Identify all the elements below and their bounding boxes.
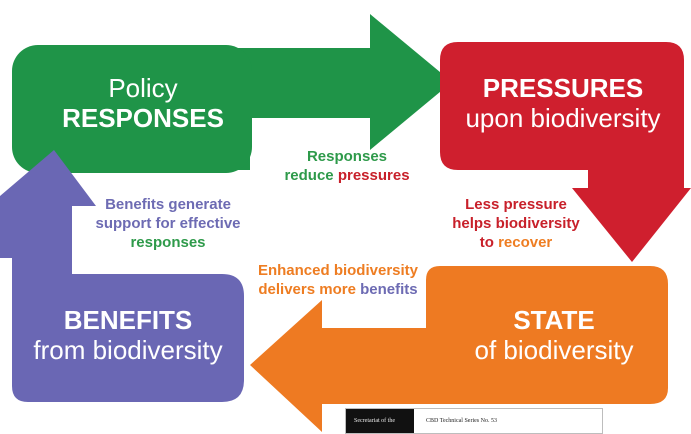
- caption-benefits-generate: Benefits generate support for effective …: [84, 196, 252, 252]
- state-label: STATE of biodiversity: [440, 305, 668, 366]
- state-line1: STATE: [513, 305, 595, 335]
- benefits-line2: from biodiversity: [33, 334, 223, 365]
- policy-line2: RESPONSES: [62, 102, 224, 133]
- caption-enhanced-line1: Enhanced biodiversity: [257, 262, 419, 279]
- caption-less-pressure: Less pressure helps biodiversity to reco…: [432, 196, 600, 252]
- policy-responses-box: [12, 45, 252, 173]
- caption-responses-word: Responses: [306, 148, 388, 165]
- caption-less-pressure-line2: helps biodiversity: [452, 214, 580, 232]
- policy-line1: Policy: [108, 73, 178, 103]
- caption-benefits-generate-line1: Benefits generate: [105, 196, 231, 213]
- document-thumbnail-publisher: Secretariat of the: [354, 418, 395, 424]
- caption-enhanced-biodiversity: Enhanced biodiversity delivers more bene…: [248, 262, 428, 300]
- arrow-state-to-benefits: [250, 266, 668, 432]
- caption-responses-reduce: Responses reduce pressures: [262, 148, 432, 186]
- pressures-line2: upon biodiversity: [465, 102, 661, 133]
- caption-responses-word-2: responses: [130, 233, 206, 251]
- policy-responses-label: Policy RESPONSES: [48, 73, 238, 134]
- pressures-label: PRESSURES upon biodiversity: [448, 73, 678, 134]
- caption-pressures-word: pressures: [337, 166, 410, 184]
- caption-to-word: to: [479, 233, 494, 251]
- arrow-pressures-to-state: [440, 42, 691, 262]
- benefits-line1: BENEFITS: [63, 305, 193, 335]
- document-thumbnail: Secretariat of the CBD Technical Series …: [345, 408, 603, 434]
- arrow-benefits-to-policy: [0, 150, 244, 402]
- caption-benefits-word: benefits: [360, 280, 418, 298]
- benefits-label: BENEFITS from biodiversity: [18, 305, 238, 366]
- caption-benefits-generate-line2: support for effective: [95, 214, 241, 232]
- state-line2: of biodiversity: [474, 334, 634, 365]
- caption-recover-word: recover: [498, 233, 553, 251]
- document-thumbnail-cover-band: Secretariat of the: [346, 409, 414, 433]
- caption-reduce-word: reduce: [284, 166, 334, 184]
- document-thumbnail-series: CBD Technical Series No. 53: [426, 418, 497, 424]
- caption-delivers-more-word: delivers more: [258, 280, 356, 298]
- caption-less-pressure-line1: Less pressure: [465, 196, 567, 213]
- pressures-line1: PRESSURES: [482, 73, 644, 103]
